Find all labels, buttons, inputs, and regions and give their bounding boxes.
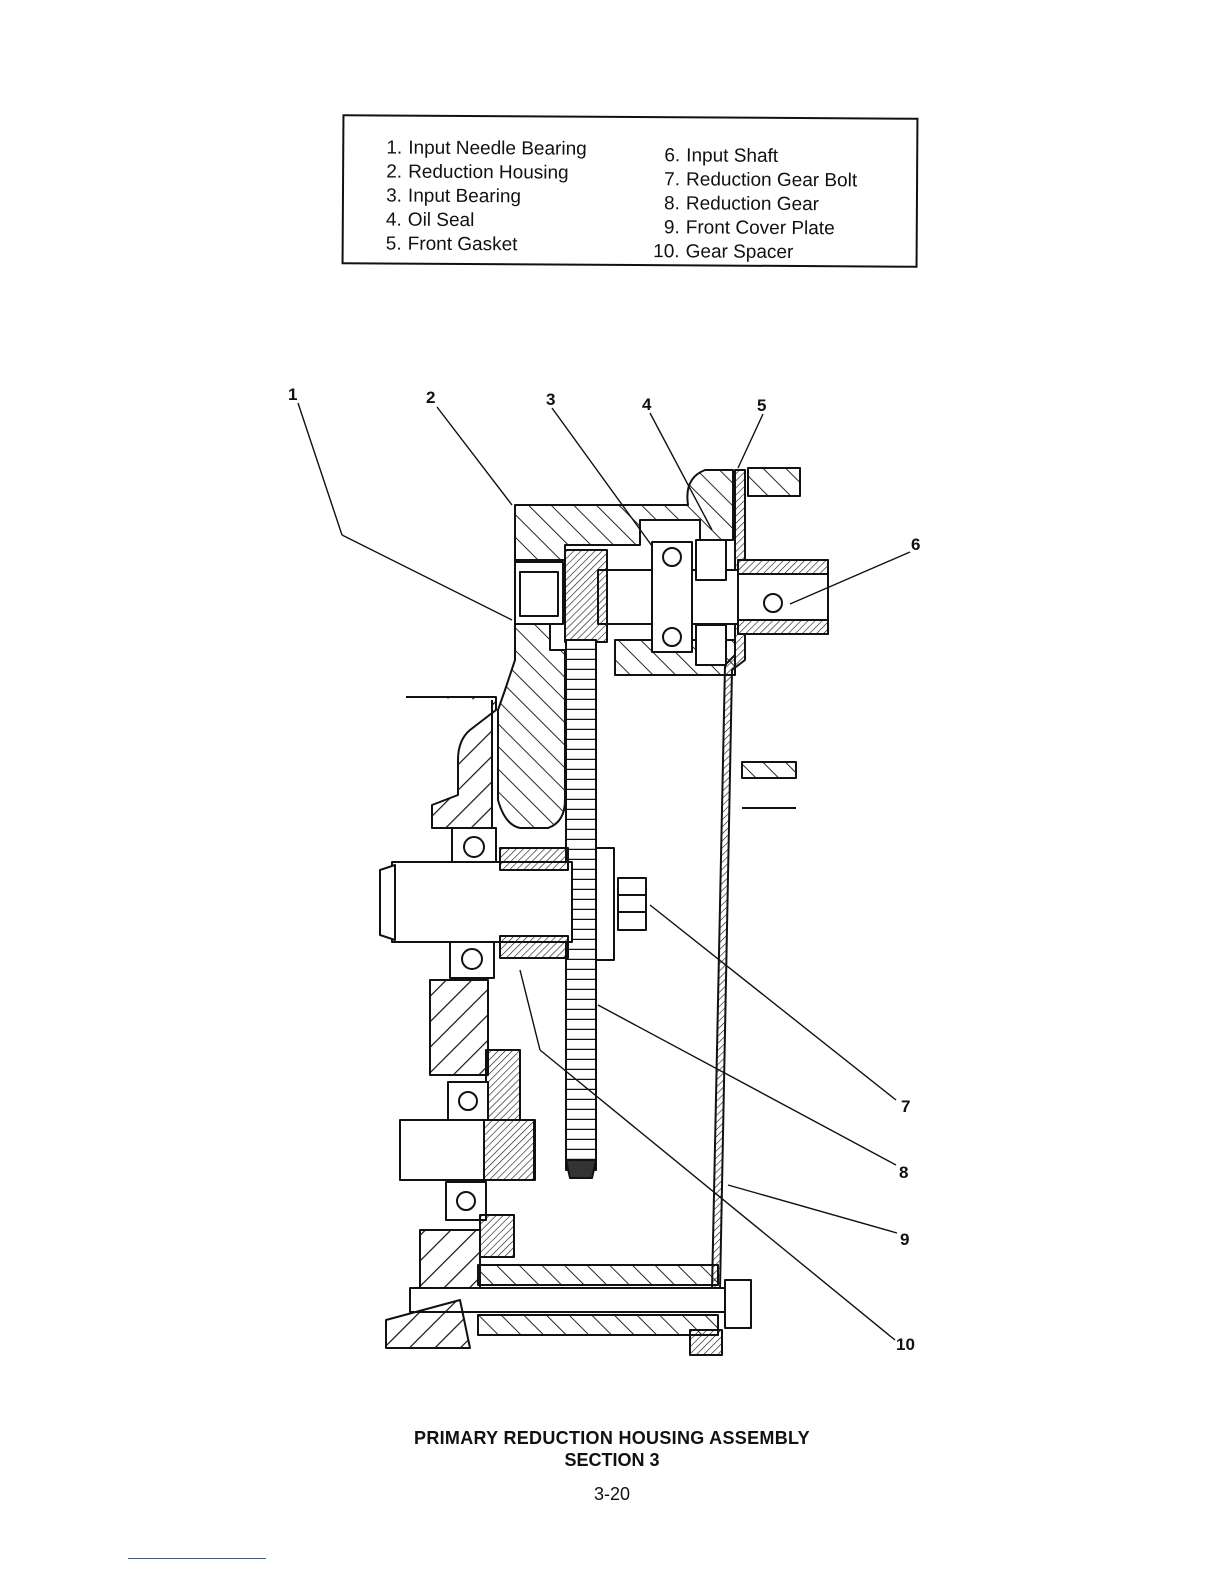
input-bearing	[652, 542, 692, 652]
page-number: 3-20	[0, 1484, 1224, 1505]
legend-item: 4.Oil Seal	[374, 208, 587, 233]
footer-rule	[128, 1558, 266, 1559]
bracket-top	[748, 468, 800, 496]
legend-item: 3.Input Bearing	[374, 184, 587, 209]
legend-item: 9.Front Cover Plate	[652, 216, 857, 241]
callout-4: 4	[642, 395, 652, 414]
callout-6: 6	[911, 535, 920, 554]
input-pinion	[565, 550, 607, 642]
legend-item: 5.Front Gasket	[374, 232, 587, 257]
legend-item: 6.Input Shaft	[652, 144, 857, 169]
figure-title: PRIMARY REDUCTION HOUSING ASSEMBLY	[0, 1428, 1224, 1449]
callout-2: 2	[426, 388, 435, 407]
legend-item: 7.Reduction Gear Bolt	[652, 168, 857, 193]
output-bearing-upper	[452, 828, 496, 866]
parts-legend: 1.Input Needle Bearing 2.Reduction Housi…	[342, 114, 919, 268]
legend-column-left: 1.Input Needle Bearing 2.Reduction Housi…	[374, 136, 587, 257]
callout-8: 8	[899, 1163, 908, 1182]
callout-3: 3	[546, 390, 555, 409]
lower-bearing-upper	[448, 1082, 488, 1120]
legend-item: 2.Reduction Housing	[374, 160, 587, 185]
figure-section: SECTION 3	[0, 1450, 1224, 1471]
bracket-mid	[742, 762, 796, 778]
legend-item: 1.Input Needle Bearing	[374, 136, 587, 161]
callout-1: 1	[288, 385, 297, 404]
reduction-housing-diagram: 1 2 3 4 5 6 7 8 9 10	[270, 380, 950, 1380]
engine-case-lower	[430, 980, 488, 1075]
reduction-gear-bolt	[618, 878, 646, 930]
output-shaft	[392, 862, 572, 942]
callout-5: 5	[757, 396, 766, 415]
oil-seal	[696, 540, 726, 580]
legend-item: 10.Gear Spacer	[652, 240, 857, 265]
legend-column-right: 6.Input Shaft 7.Reduction Gear Bolt 8.Re…	[652, 144, 858, 265]
output-bearing-lower	[450, 940, 494, 978]
callout-9: 9	[900, 1230, 909, 1249]
gear-spacer	[500, 848, 568, 870]
gear-hub	[596, 848, 614, 960]
callout-7: 7	[901, 1097, 910, 1116]
engine-case-upper	[406, 697, 496, 828]
legend-item: 8.Reduction Gear	[652, 192, 857, 217]
callout-10: 10	[896, 1335, 915, 1354]
